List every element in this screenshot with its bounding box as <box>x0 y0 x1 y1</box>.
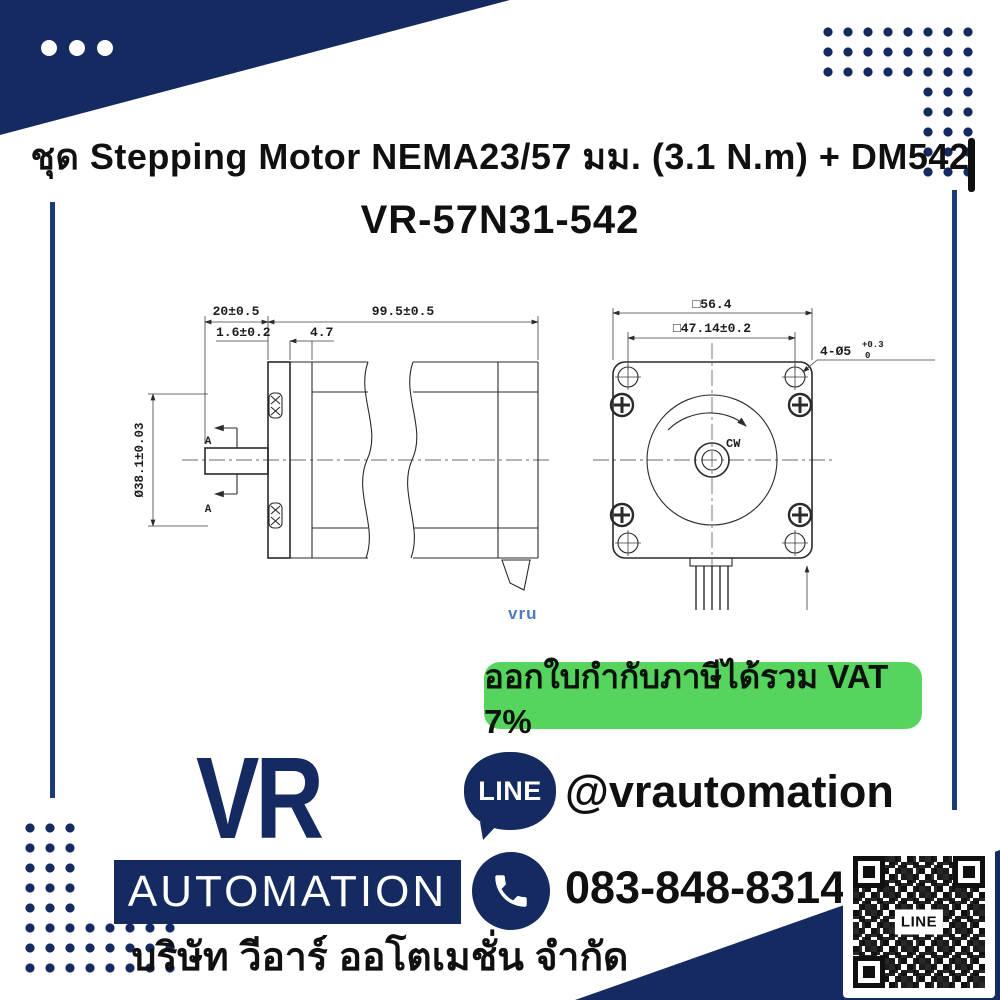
dim-flange-diameter: Ø38.1±0.03 <box>133 422 147 497</box>
line-id-text: @vrautomation <box>565 766 894 817</box>
dim-mount-holes-tol-upper: +0.3 <box>862 340 884 350</box>
phone-number-text: 083-848-8314 <box>565 862 846 913</box>
rotation-direction-label: CW <box>726 437 741 451</box>
title-truncated-glyph <box>968 138 975 192</box>
top-left-wedge <box>0 0 510 135</box>
section-label-bottom: A <box>205 504 212 516</box>
qr-finder-top-right <box>953 856 985 888</box>
section-label-top: A <box>205 436 212 448</box>
three-dots-decoration <box>41 40 113 56</box>
left-vertical-rule <box>50 202 55 798</box>
drawing-watermark: vru <box>508 604 538 623</box>
line-icon: LINE <box>464 752 556 830</box>
dim-bolt-spacing: □47.14±0.2 <box>673 321 751 336</box>
dim-outer-square: □56.4 <box>692 297 731 312</box>
product-title: ชุด Stepping Motor NEMA23/57 มม. (3.1 N.… <box>30 136 970 177</box>
qr-finder-bottom-left <box>853 956 885 988</box>
vat-badge: ออกใบกำกับภาษีได้รวม VAT 7% <box>484 658 922 740</box>
dot-grid-bottom-left-wide <box>20 918 180 978</box>
line-qr-code: LINE <box>843 846 995 998</box>
dim-mount-holes: 4-Ø5 <box>820 344 851 359</box>
qr-finder-top-left <box>853 856 885 888</box>
dim-body-length: 99.5±0.5 <box>372 304 435 319</box>
dim-mount-holes-tol-lower: 0 <box>865 351 870 361</box>
side-view: A A 20±0.5 99.5±0.5 1.6±0.2 4.7 Ø38.1±0.… <box>133 304 550 591</box>
dim-shaft-length: 20±0.5 <box>213 304 260 319</box>
qr-center-label: LINE <box>898 913 940 931</box>
logo-automation-label: AUTOMATION <box>127 867 448 916</box>
dim-flange-thickness: 1.6±0.2 <box>216 325 271 340</box>
right-vertical-rule <box>952 190 957 810</box>
front-view: CW □56.4 □47.14±0.2 4-Ø5 +0.3 0 <box>593 297 935 612</box>
dot-grid-top-right-wide <box>818 22 978 82</box>
dim-pilot-depth: 4.7 <box>310 325 333 340</box>
motor-technical-drawing: A A 20±0.5 99.5±0.5 1.6±0.2 4.7 Ø38.1±0.… <box>133 297 935 612</box>
line-icon-label: LINE <box>478 775 542 806</box>
logo-vr: VR <box>196 733 324 863</box>
dot-grid-bottom-left-tall <box>20 818 80 918</box>
company-name: บริษัท วีอาร์ ออโตเมชั่น จำกัด <box>131 936 629 979</box>
phone-icon <box>472 852 550 930</box>
logo-automation-bar: AUTOMATION <box>114 860 461 924</box>
model-number: VR-57N31-542 <box>360 198 640 242</box>
phone-handset-glyph <box>495 875 527 907</box>
